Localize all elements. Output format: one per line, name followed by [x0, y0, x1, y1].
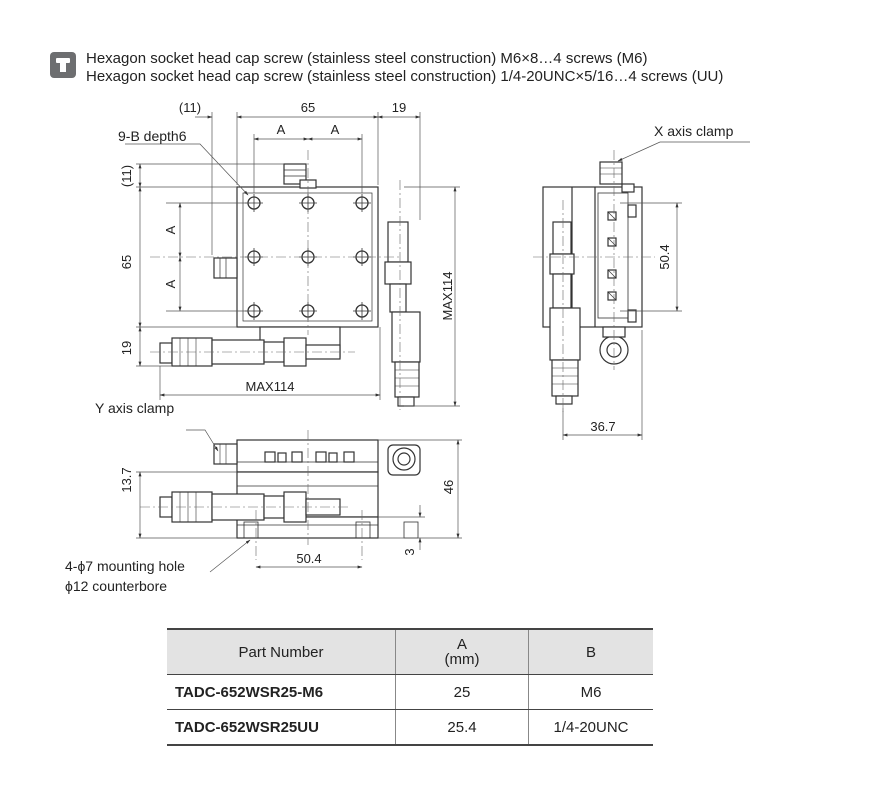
- front-base: [236, 516, 379, 539]
- label-9b-depth: 9-B depth6: [118, 128, 187, 144]
- x-micrometer-side: [549, 221, 581, 405]
- dim-front-137: 13.7: [119, 467, 134, 492]
- col-b: B: [528, 628, 653, 675]
- x-clamp-knob-front: [392, 447, 416, 471]
- technical-drawing: (11) 65 19 A A (11) 65 A A 19 MAX114 MAX…: [65, 100, 750, 594]
- dim-top-19: 19: [392, 100, 406, 115]
- col-a-unit: (mm): [444, 651, 480, 668]
- dim-front-504: 50.4: [296, 551, 321, 566]
- dim-front-46: 46: [441, 480, 456, 494]
- front-view-dims: [136, 429, 462, 573]
- dim-left-a2: A: [163, 279, 178, 288]
- top-view-dims: [125, 112, 460, 407]
- top-view: [150, 150, 421, 410]
- front-upper-stage: [236, 439, 379, 473]
- dim-left-a1: A: [163, 225, 178, 234]
- a-value-cell: 25.4: [395, 709, 529, 746]
- label-mounting-hole: 4-ϕ7 mounting hole: [65, 558, 185, 574]
- spec-table-header: Part Number A (mm) B: [167, 628, 653, 675]
- dim-max114-h: MAX114: [246, 379, 295, 394]
- dim-top-a1: A: [277, 122, 286, 137]
- dim-top-a2: A: [331, 122, 340, 137]
- dim-side-504: 50.4: [657, 244, 672, 269]
- x-clamp-screw-top: [283, 163, 307, 185]
- dim-left-19: 19: [119, 341, 134, 355]
- col-part-number: Part Number: [167, 628, 396, 675]
- screw-icon: [50, 52, 76, 78]
- dim-top-11: (11): [179, 100, 201, 115]
- b-value-cell: M6: [528, 674, 653, 710]
- dim-top-65: 65: [301, 100, 315, 115]
- front-view: [140, 430, 421, 560]
- col-a: A (mm): [395, 628, 529, 675]
- header-line-2: Hexagon socket head cap screw (stainless…: [86, 68, 724, 85]
- part-number-cell: TADC-652WSR25-M6: [167, 674, 396, 710]
- y-clamp-knob-top: [213, 257, 238, 279]
- y-clamp-knob-front: [213, 443, 238, 465]
- dim-max114-v: MAX114: [440, 272, 455, 321]
- label-y-axis-clamp: Y axis clamp: [95, 400, 174, 416]
- dim-left-65: 65: [119, 255, 134, 269]
- x-clamp-screw-side: [599, 161, 623, 185]
- dim-left-11: (11): [119, 165, 134, 187]
- label-counterbore: ϕ12 counterbore: [65, 578, 167, 594]
- side-view-dims: [562, 141, 750, 440]
- a-value-cell: 25: [395, 674, 529, 710]
- col-a-label: A: [456, 636, 467, 653]
- y-micrometer-top: [159, 337, 341, 367]
- side-view: [533, 150, 655, 412]
- table-row: TADC-652WSR25UU 25.4 1/4-20UNC: [167, 709, 653, 746]
- x-micrometer-top: [384, 221, 421, 407]
- b-value-cell: 1/4-20UNC: [528, 709, 653, 746]
- dim-side-367: 36.7: [590, 419, 615, 434]
- dim-front-3: 3: [402, 548, 417, 555]
- part-number-cell: TADC-652WSR25UU: [167, 709, 396, 746]
- header-line-1: Hexagon socket head cap screw (stainless…: [86, 50, 648, 67]
- spec-table: Part Number A (mm) B TADC-652WSR25-M6 25…: [167, 628, 653, 746]
- label-x-axis-clamp: X axis clamp: [654, 123, 734, 139]
- table-row: TADC-652WSR25-M6 25 M6: [167, 674, 653, 710]
